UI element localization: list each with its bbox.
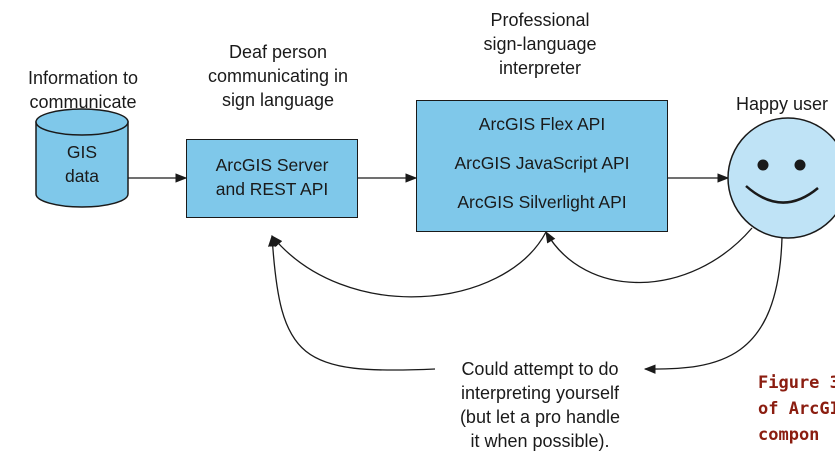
server-line-1: ArcGIS Server <box>215 155 329 175</box>
happy-user-label: Happy user <box>735 94 829 114</box>
gis-data-cylinder <box>35 108 129 208</box>
information-line-2: communicate <box>29 92 137 112</box>
happy-face-icon <box>727 117 835 239</box>
arcgis-apis-node <box>416 100 668 232</box>
deaf-person-label: Deaf person communicating in sign langua… <box>188 40 368 112</box>
arcgis-server-node <box>186 139 358 218</box>
interpreter-line-2: sign-language <box>483 34 597 54</box>
server-line-2: and REST API <box>215 179 329 199</box>
api-javascript-label: ArcGIS JavaScript API <box>454 153 630 173</box>
arcgis-server-label: ArcGIS Server and REST API <box>186 153 358 201</box>
figure-caption: Figure 3 of ArcGI compon <box>758 370 835 448</box>
arrow-note-to-server-curve <box>268 234 436 371</box>
caption-line-1: Figure 3 <box>758 373 835 393</box>
deaf-person-line-2: communicating in <box>207 66 349 86</box>
api-flex-label: ArcGIS Flex API <box>478 114 606 134</box>
gis-data-line-2: data <box>64 166 100 186</box>
deaf-person-line-3: sign language <box>221 90 335 110</box>
caption-line-3: compon <box>758 425 820 445</box>
note-line-2: interpreting yourself <box>460 383 620 403</box>
note-line-4: it when possible). <box>470 431 610 451</box>
interpreter-line-1: Professional <box>490 10 590 30</box>
information-line-1: Information to <box>27 68 139 88</box>
interpreter-line-3: interpreter <box>498 58 582 78</box>
deaf-person-line-1: Deaf person <box>228 42 328 62</box>
gis-data-node-label: GIS data <box>36 140 128 188</box>
caption-line-2: of ArcGI <box>758 399 835 419</box>
note-line-3: (but let a pro handle <box>459 407 621 427</box>
information-label: Information to communicate <box>8 66 158 114</box>
interpreter-label: Professional sign-language interpreter <box>440 8 640 80</box>
note-line-1: Could attempt to do <box>461 359 619 379</box>
api-silverlight-label: ArcGIS Silverlight API <box>457 192 627 212</box>
arrow-user-to-note-curve <box>643 237 783 374</box>
arrow-user-to-apis-curve <box>545 227 753 284</box>
interpreting-note: Could attempt to do interpreting yoursel… <box>425 357 655 453</box>
gis-data-line-1: GIS <box>66 142 98 162</box>
arrow-apis-to-server-curve <box>271 231 547 298</box>
